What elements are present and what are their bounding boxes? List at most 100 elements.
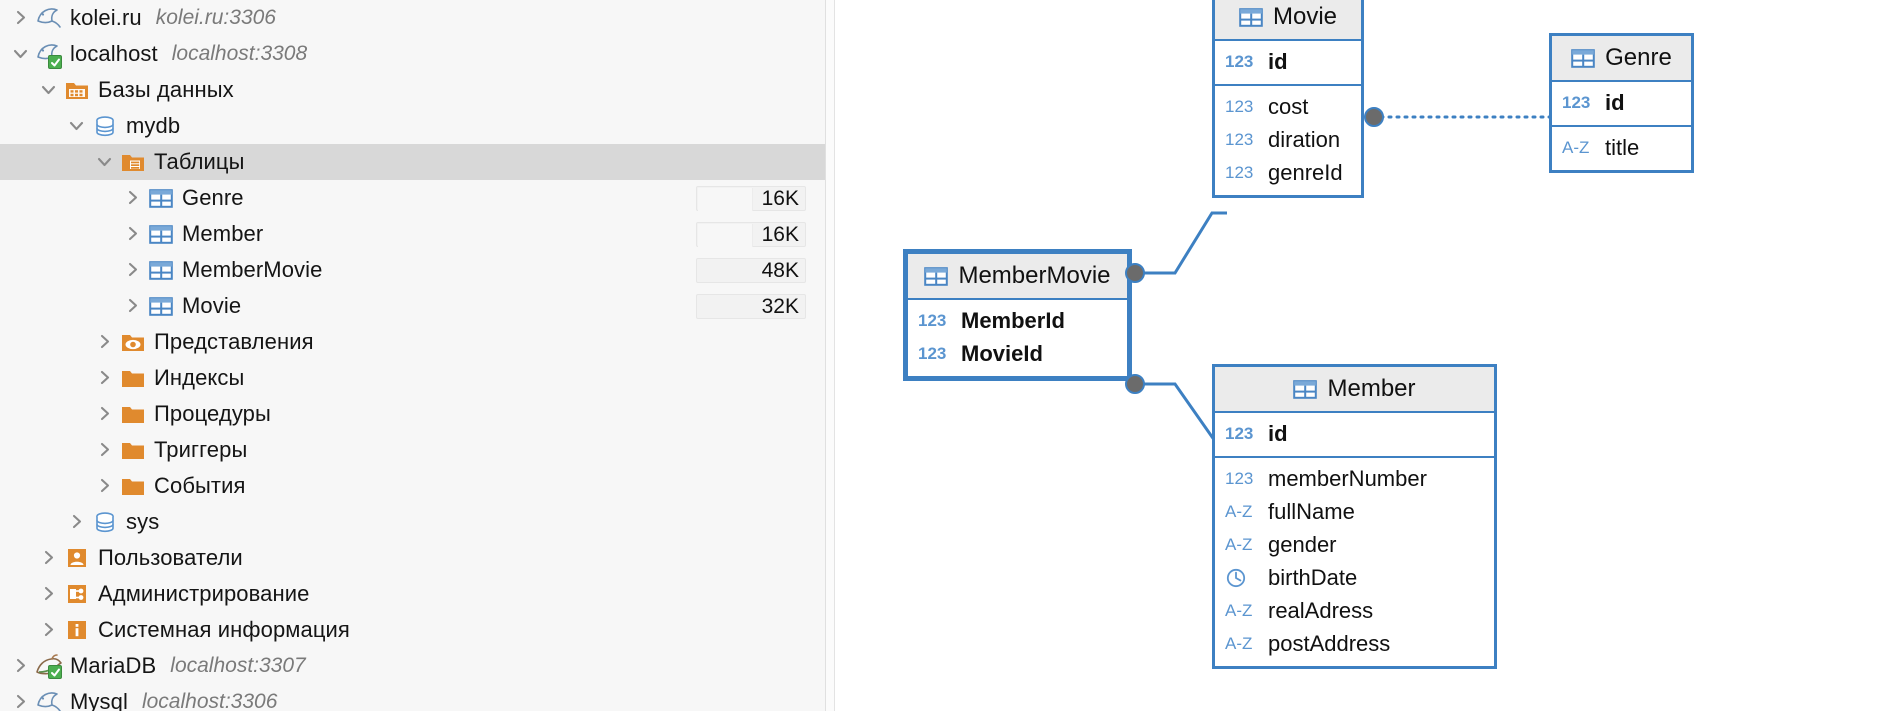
chevron-right-icon[interactable] (92, 432, 118, 468)
chevron-right-icon[interactable] (64, 504, 90, 540)
chevron-down-icon[interactable] (92, 144, 118, 180)
chevron-right-icon[interactable] (36, 576, 62, 612)
tree-item-label: Системная информация (98, 617, 350, 642)
chevron-down-icon[interactable] (36, 72, 62, 108)
column-row[interactable]: 123 id (1215, 417, 1494, 450)
column-name: id (1605, 89, 1625, 115)
chevron-right-icon[interactable] (8, 684, 34, 711)
tree-item-host: kolei.ru:3306 (155, 6, 276, 29)
column-row[interactable]: birthDate (1215, 561, 1494, 594)
chevron-right-icon[interactable] (92, 468, 118, 504)
tree-item-label: MemberMovie (182, 257, 323, 282)
tree-item-sys[interactable]: sys (0, 504, 826, 540)
chevron-right-icon[interactable] (36, 540, 62, 576)
column-name: MovieId (961, 340, 1043, 366)
chevron-down-icon[interactable] (8, 36, 34, 72)
tree-item-[interactable]: Администрирование (0, 576, 826, 612)
table-size-badge: 16K (696, 222, 806, 247)
folder-icon (118, 396, 148, 432)
tree-item-label: Индексы (154, 365, 245, 390)
text-type-icon: A-Z (1562, 137, 1590, 157)
entity-header[interactable]: Member (1215, 367, 1494, 413)
chevron-right-icon[interactable] (120, 252, 146, 288)
tree-item-label: Представления (154, 329, 314, 354)
chevron-right-icon[interactable] (92, 324, 118, 360)
tree-item-mydb[interactable]: mydb (0, 108, 826, 144)
table-size-text: 32K (761, 294, 799, 318)
tree-item-membermovie[interactable]: MemberMovie 48K (0, 252, 826, 288)
tree-item-[interactable]: Системная информация (0, 612, 826, 648)
chevron-right-icon[interactable] (120, 180, 146, 216)
chevron-right-icon[interactable] (8, 0, 34, 36)
chevron-right-icon[interactable] (120, 288, 146, 324)
tree-item-[interactable]: События (0, 468, 826, 504)
chevron-right-icon[interactable] (92, 396, 118, 432)
tree-item-[interactable]: Индексы (0, 360, 826, 396)
column-name: id (1268, 420, 1288, 446)
entity-header[interactable]: Genre (1552, 36, 1691, 82)
table-size-badge: 48K (696, 258, 806, 283)
table-icon (1239, 6, 1263, 29)
anchor-movie-right[interactable] (1364, 107, 1384, 127)
tree-item-label: Таблицы (154, 149, 245, 174)
chevron-down-icon[interactable] (64, 108, 90, 144)
text-type-icon: A-Z (1225, 633, 1253, 653)
number-type-icon: 123 (1225, 129, 1254, 149)
tree-item-[interactable]: Пользователи (0, 540, 826, 576)
chevron-right-icon[interactable] (36, 612, 62, 648)
folder-icon (118, 432, 148, 468)
entity-title: Genre (1605, 44, 1672, 71)
tree-item-[interactable]: Процедуры (0, 396, 826, 432)
panel-splitter[interactable] (826, 0, 835, 711)
tree-item-[interactable]: Таблицы (0, 144, 826, 180)
entity-title: Movie (1272, 3, 1338, 30)
anchor-membermovie-top-right[interactable] (1125, 263, 1145, 283)
entity-header[interactable]: Movie (1215, 0, 1361, 41)
views-folder-icon (118, 324, 148, 360)
chevron-right-icon[interactable] (8, 648, 34, 684)
entity-title: MemberMovie (958, 262, 1111, 289)
column-name: MemberId (961, 307, 1065, 333)
anchor-membermovie-bottom-right[interactable] (1125, 374, 1145, 394)
entity-header[interactable]: MemberMovie (908, 254, 1127, 300)
chevron-right-icon[interactable] (92, 360, 118, 396)
tree-item-label: sys (126, 509, 160, 534)
tree-item-[interactable]: Базы данных (0, 72, 826, 108)
tree-item-[interactable]: Представления (0, 324, 826, 360)
column-name: id (1268, 48, 1288, 74)
chevron-right-icon[interactable] (120, 216, 146, 252)
tree-item-[interactable]: Триггеры (0, 432, 826, 468)
system-info-folder-icon (62, 612, 92, 648)
number-type-icon: 123 (1225, 423, 1254, 443)
column-name: genreId (1268, 159, 1343, 185)
table-size-badge: 16K (696, 186, 806, 211)
